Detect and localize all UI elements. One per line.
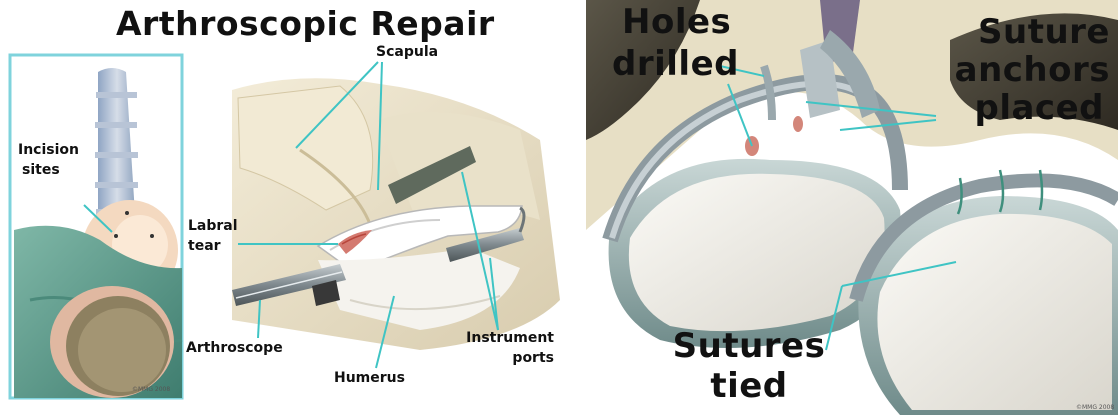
copyright-left: ©MMG 2008: [132, 386, 170, 393]
label-humerus: Humerus: [334, 370, 405, 386]
label-suture-anchors-line3: placed: [880, 88, 1104, 128]
label-suture-anchors-line1: Suture: [880, 12, 1110, 52]
label-labral-tear-line1: Labral: [188, 218, 238, 234]
label-arthroscope: Arthroscope: [186, 340, 283, 356]
label-labral-tear-line2: tear: [188, 238, 221, 254]
label-sutures-tied-line1: Sutures: [666, 326, 832, 366]
label-scapula: Scapula: [376, 44, 438, 60]
label-sutures-tied-line2: tied: [666, 366, 832, 406]
label-incision-sites-line1: Incision: [18, 142, 79, 158]
copyright-right: ©MMG 2008: [1076, 404, 1114, 411]
page-title: Arthroscopic Repair: [116, 4, 495, 43]
label-suture-anchors-line2: anchors: [880, 50, 1110, 90]
label-instrument-ports-line2: ports: [436, 350, 554, 366]
label-incision-sites-line2: sites: [22, 162, 60, 178]
joint-illustration: [232, 62, 560, 368]
label-holes-drilled-line1: Holes: [622, 2, 731, 42]
label-holes-drilled-line2: drilled: [612, 44, 739, 84]
label-instrument-ports-line1: Instrument: [436, 330, 554, 346]
inset-body-illustration: [10, 55, 182, 398]
